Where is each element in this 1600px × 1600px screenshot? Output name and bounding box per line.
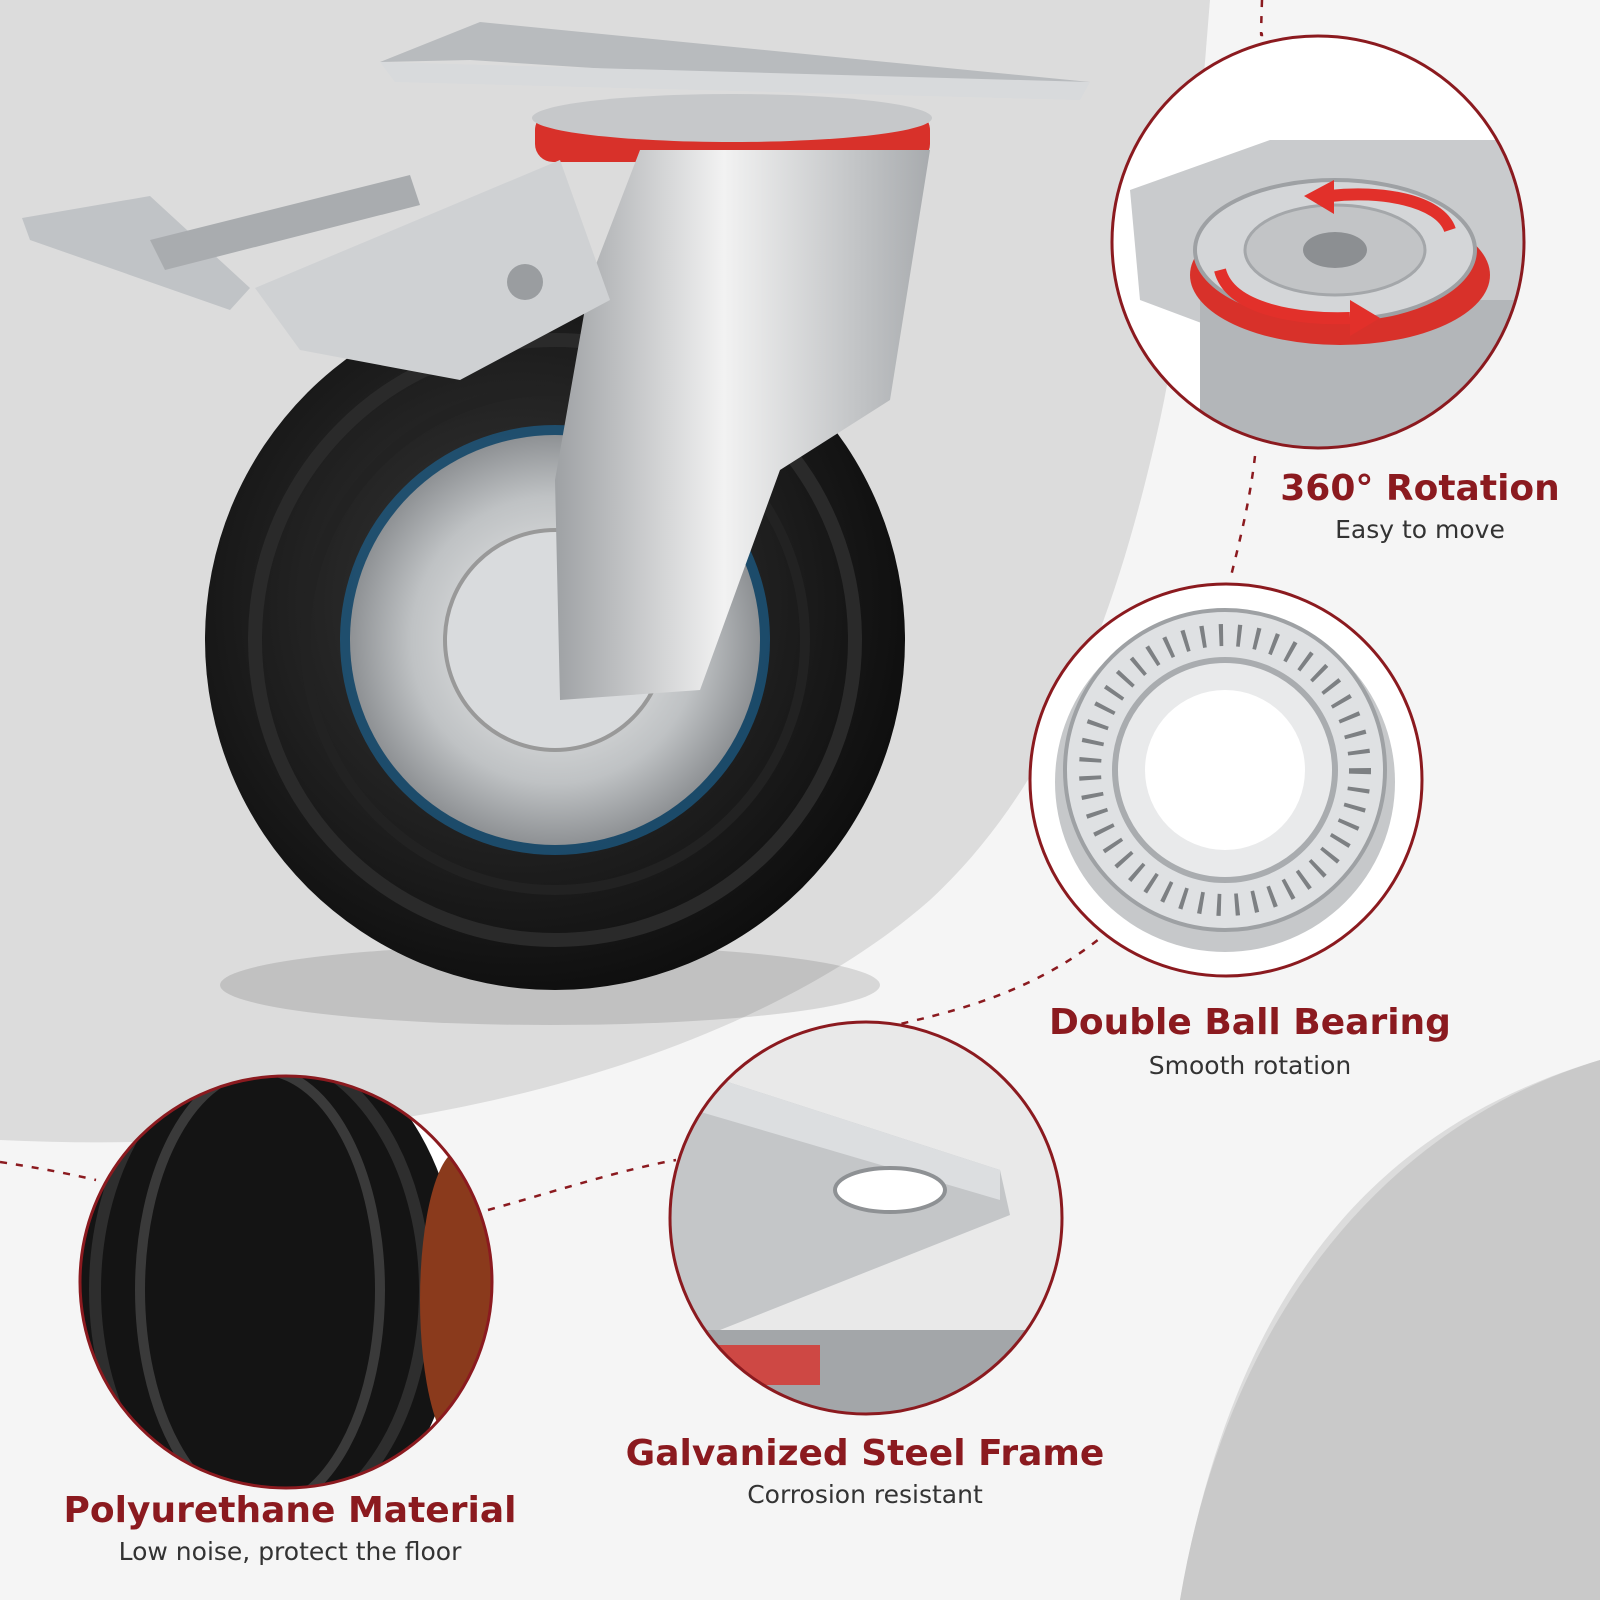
feature-bearing-title: Double Ball Bearing bbox=[1049, 1002, 1451, 1043]
feature-rotation: 360° Rotation Easy to move bbox=[1270, 468, 1570, 544]
feature-material-title: Polyurethane Material bbox=[63, 1490, 517, 1531]
feature-rotation-subtitle: Easy to move bbox=[1335, 515, 1505, 544]
feature-frame-title: Galvanized Steel Frame bbox=[625, 1433, 1105, 1474]
dashed-connectors bbox=[0, 0, 1264, 1212]
feature-bearing: Double Ball Bearing Smooth rotation bbox=[1040, 1002, 1460, 1080]
feature-bearing-subtitle: Smooth rotation bbox=[1148, 1051, 1352, 1080]
tire-tread-icon bbox=[78, 1074, 494, 1490]
background-corner-shape bbox=[1180, 1060, 1600, 1600]
ball-bearing-icon bbox=[1028, 582, 1424, 978]
steel-frame-icon bbox=[668, 1020, 1064, 1416]
feature-frame: Galvanized Steel Frame Corrosion resista… bbox=[620, 1433, 1110, 1509]
caster-wheel-illustration bbox=[22, 22, 1090, 1025]
feature-rotation-title: 360° Rotation bbox=[1280, 468, 1560, 509]
feature-material-subtitle: Low noise, protect the floor bbox=[118, 1537, 462, 1566]
feature-frame-subtitle: Corrosion resistant bbox=[747, 1480, 983, 1509]
feature-material: Polyurethane Material Low noise, protect… bbox=[60, 1490, 520, 1566]
rotation-plate-icon bbox=[1110, 34, 1526, 450]
